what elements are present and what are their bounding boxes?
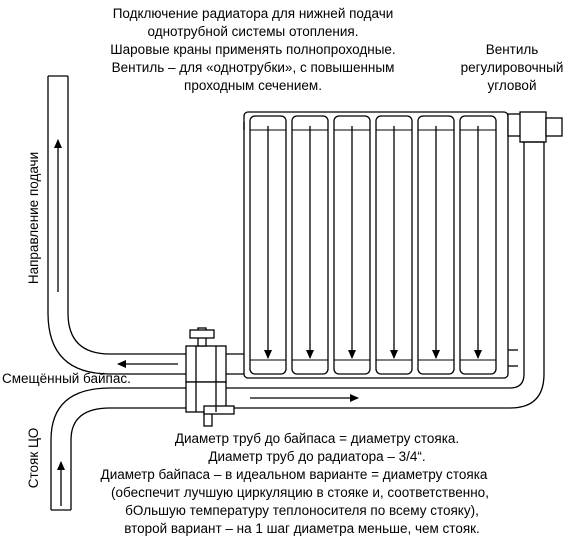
lower-riser-pipe <box>50 387 188 511</box>
bypass-label: Смещённый байпас. <box>2 371 131 386</box>
title-line-4: Вентиль – для «однотрубки», с повышенным <box>112 60 395 75</box>
note-line-3: Диаметр байпаса – в идеальном варианте =… <box>101 467 488 482</box>
title-block: Подключение радиатора для нижней подачи … <box>110 6 395 93</box>
notes-block: Диаметр труб до байпаса = диаметру стояк… <box>101 431 489 536</box>
radiator <box>243 111 509 379</box>
note-line-4: (обеспечит лучшую циркуляцию в стояке и,… <box>111 485 489 500</box>
note-line-2: Диаметр труб до радиатора – 3/4“. <box>208 449 425 464</box>
valve-label-line-2: регулировочный <box>461 60 564 75</box>
ball-valve-upper <box>185 327 227 383</box>
supply-direction-label: Направление подачи <box>26 152 41 284</box>
return-pipe <box>226 140 545 409</box>
valve-label-line-1: Вентиль <box>486 42 539 57</box>
angle-valve <box>507 111 563 143</box>
valve-handle-lower <box>203 405 235 415</box>
upper-riser-pipe <box>47 75 190 375</box>
note-line-5: бОльшую температуру теплоносителя по все… <box>125 503 479 518</box>
riser-label: Стояк ЦО <box>26 428 41 488</box>
ball-valve-lower <box>185 381 235 427</box>
title-line-1: Подключение радиатора для нижней подачи <box>113 6 394 21</box>
valve-label: Вентиль регулировочный угловой <box>461 42 564 93</box>
title-line-5: проходным сечением. <box>184 78 322 93</box>
valve-body-upper <box>185 345 227 383</box>
valve-label-line-3: угловой <box>488 78 537 93</box>
title-line-3: Шаровые краны применять полнопроходные. <box>110 42 395 57</box>
note-line-6: второй вариант – на 1 шаг диаметра меньш… <box>124 521 480 536</box>
angle-valve-cap <box>545 117 563 137</box>
title-line-2: однотрубной системы отопления. <box>147 24 358 39</box>
angle-valve-body <box>519 111 547 143</box>
valve-handle-upper <box>189 329 215 339</box>
note-line-1: Диаметр труб до байпаса = диаметру стояк… <box>175 431 459 446</box>
radiator-sections <box>249 115 497 375</box>
bottom-connector <box>226 349 518 375</box>
